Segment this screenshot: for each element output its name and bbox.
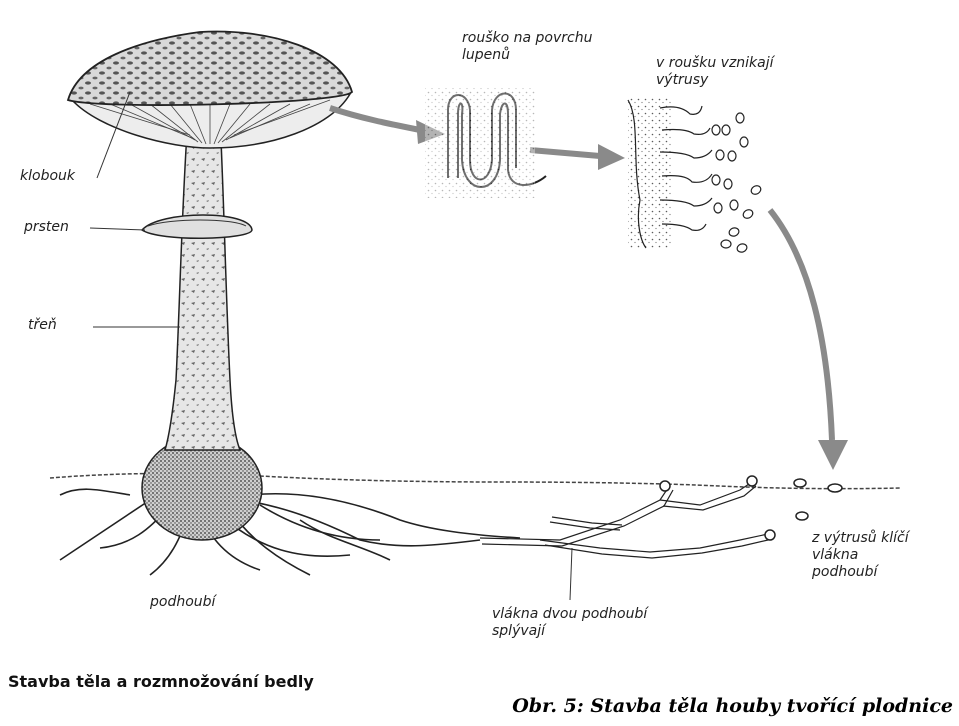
label-podhoubi: podhoubí (150, 594, 216, 610)
arrow-cap-to-gill (329, 105, 421, 133)
label-rousko: rouško na povrchu lupenů (462, 30, 593, 63)
stem (163, 117, 242, 451)
cap-gills (70, 93, 352, 149)
mycelium (59, 488, 521, 576)
germinating-spores (659, 475, 843, 541)
label-prsten: prsten (24, 219, 69, 235)
stem-bulb (141, 435, 263, 541)
leader-lines (89, 91, 573, 601)
label-klobouk: klobouk (20, 168, 75, 184)
ground-line (49, 472, 901, 490)
arrow-gill-to-spore (529, 147, 601, 159)
figure-caption: Obr. 5: Stavba těla houby tvořící plodni… (512, 695, 953, 717)
arrows (329, 105, 848, 470)
hyphae-double (479, 481, 769, 559)
gill-stipple (425, 88, 535, 198)
gill-lines (89, 99, 331, 145)
label-klici: z výtrusů klíčí vlákna podhoubí (812, 530, 909, 580)
arrow-spore-to-ground (767, 208, 835, 441)
cap (66, 30, 354, 106)
label-tren: třeň (28, 317, 57, 333)
hymenium (627, 98, 762, 253)
label-splyvaji: vlákna dvou podhoubí splývají (492, 606, 648, 639)
ring (140, 214, 253, 239)
figure-title: Stavba těla a rozmnožování bedly (8, 672, 314, 691)
label-vytrusy: v roušku vznikají výtrusy (656, 55, 774, 88)
